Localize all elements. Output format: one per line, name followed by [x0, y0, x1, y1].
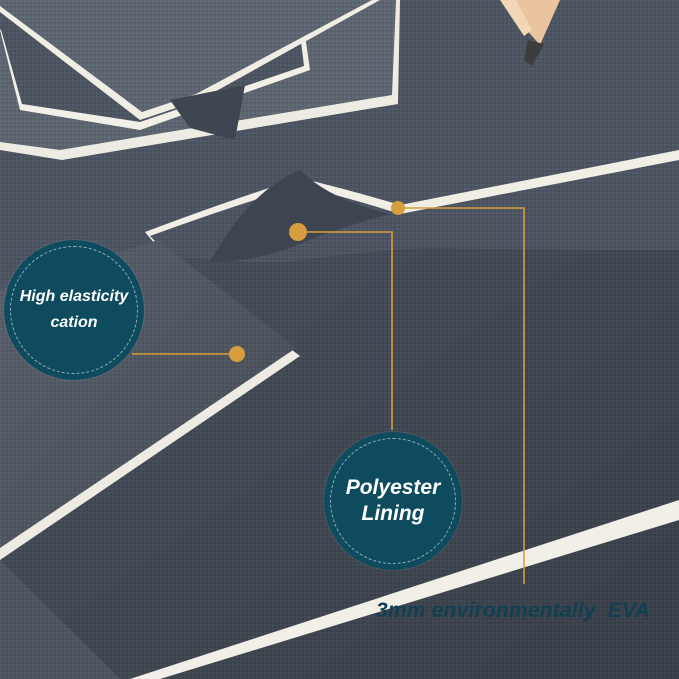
- leader-eva: [398, 207, 525, 584]
- badge-high-elasticity: High elasticity cation: [4, 240, 144, 380]
- label-eva: 3mm environmentally EVA: [376, 599, 650, 622]
- leader-lines: [132, 207, 525, 584]
- badge-polyester-line1: Polyester: [345, 476, 441, 499]
- pencil: [500, 0, 560, 66]
- dot-elasticity: [229, 346, 245, 362]
- callout-dots: [229, 201, 405, 362]
- stacked-samples: [0, 0, 400, 160]
- dot-eva: [391, 201, 405, 215]
- leader-polyester: [298, 231, 393, 430]
- badge-elasticity-line2: cation: [50, 314, 98, 331]
- dot-polyester: [289, 223, 307, 241]
- badge-polyester-line2: Lining: [361, 502, 425, 525]
- badge-polyester-lining: Polyester Lining: [324, 432, 462, 570]
- badge-elasticity-line1: High elasticity: [19, 288, 129, 305]
- folded-corner: [145, 150, 679, 262]
